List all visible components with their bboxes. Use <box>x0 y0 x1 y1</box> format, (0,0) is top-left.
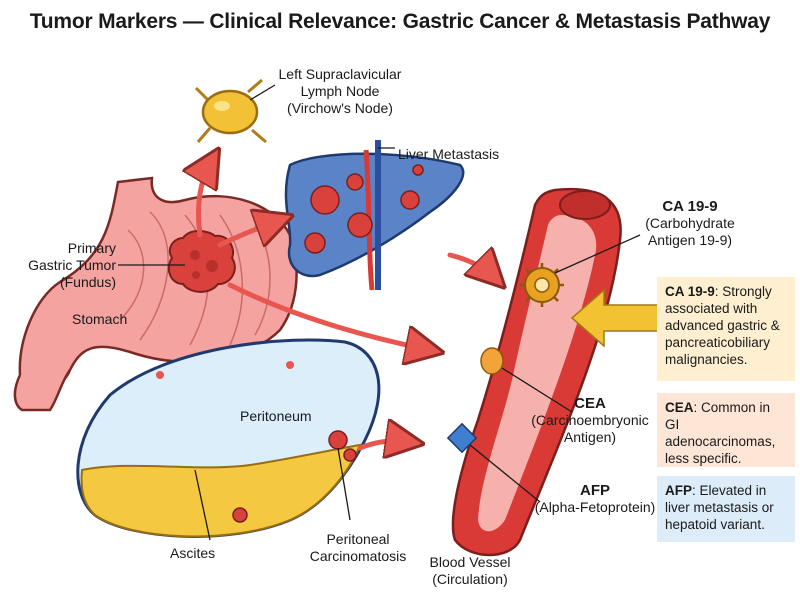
peritoneum-shape <box>76 338 381 538</box>
cea-marker-icon <box>480 347 504 375</box>
ascites-label: Ascites <box>170 545 216 561</box>
page-title: Tumor Markers — Clinical Relevance: Gast… <box>29 10 771 33</box>
liver-label: Liver Metastasis <box>398 146 500 162</box>
afp-note: AFP: Elevated in liver metastasis or hep… <box>657 476 795 542</box>
blood-vessel-shape <box>451 187 622 557</box>
peritoneum-label: Peritoneum <box>240 408 312 424</box>
stomach-shape <box>13 176 298 412</box>
stomach-label: Stomach <box>72 311 128 327</box>
pointer-arrow-icon <box>570 288 661 348</box>
liver-shape <box>284 140 465 291</box>
cea-note: CEA: Common in GI adenocarcinomas, less … <box>657 393 795 467</box>
afp-marker-icon <box>446 422 478 454</box>
lymph-node-icon <box>194 78 267 144</box>
afp-label: AFP(Alpha-Fetoprotein) <box>534 482 656 515</box>
ca19-9-note: CA 19-9: Strongly associated with advanc… <box>657 277 795 381</box>
blood-vessel-label: Blood Vessel(Circulation) <box>429 554 511 587</box>
ca19-9-gear-icon <box>520 263 564 307</box>
